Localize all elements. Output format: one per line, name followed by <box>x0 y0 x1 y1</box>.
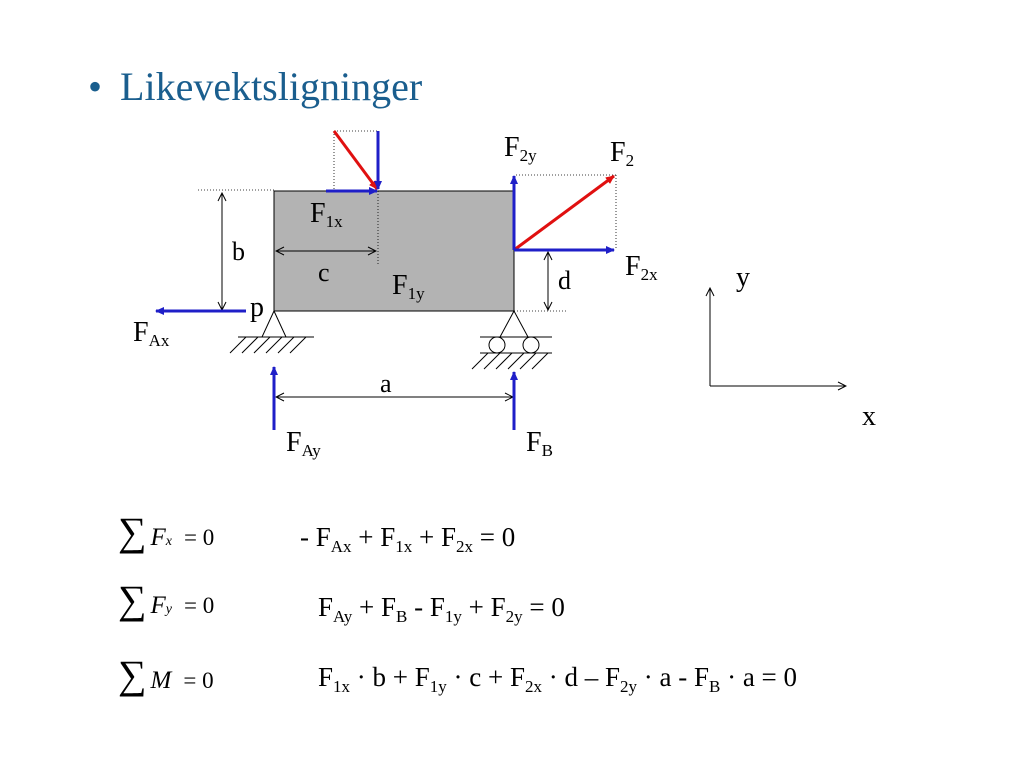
equation-term: F <box>318 662 334 692</box>
equation-term: + F <box>412 522 457 552</box>
label-a: a <box>380 369 392 398</box>
sum-rhs: = 0 <box>184 525 215 550</box>
label-fb: FB <box>526 427 553 460</box>
sum-fx-equation: ∑ F x = 0 <box>118 509 215 554</box>
equation-m-expanded: F1x · b + F1y · c + F2x · d – F2y · a - … <box>318 662 798 696</box>
equation-term: · d – F <box>541 662 620 692</box>
equation-subscript: 2y <box>620 677 637 696</box>
equation-subscript: Ay <box>333 607 353 626</box>
equation-term: = 0 <box>522 592 565 622</box>
label-d: d <box>558 266 571 295</box>
equation-subscript: 1x <box>395 537 413 556</box>
equation-term: · a = 0 <box>720 662 798 692</box>
sum-fy-equation: ∑ F y = 0 <box>118 577 215 622</box>
equation-subscript: 2x <box>524 677 542 696</box>
sigma-icon: ∑ <box>118 509 147 554</box>
label-f2: F2 <box>610 137 634 170</box>
label-x-axis: x <box>862 401 876 432</box>
label-b: b <box>232 237 245 266</box>
f2-force-arrow <box>513 174 615 252</box>
slide-title-row: • Likevektsligninger <box>88 58 422 114</box>
equation-term: - F <box>407 592 445 622</box>
equation-term: · a - F <box>637 662 709 692</box>
equation-term: = 0 <box>473 522 516 552</box>
sum-m-equation: ∑ M = 0 <box>118 655 214 695</box>
label-y-axis: y <box>736 262 750 293</box>
equation-fx-expanded: - FAx + F1x + F2x = 0 <box>300 522 516 556</box>
pin-support <box>229 309 314 354</box>
label-f1y: F1y <box>392 270 425 303</box>
equation-subscript: 2x <box>456 537 474 556</box>
equation-fy-expanded: FAy + FB - F1y + F2y = 0 <box>318 592 565 626</box>
equation-subscript: 2y <box>505 607 523 626</box>
sum-rhs: = 0 <box>184 593 215 618</box>
dotted-guides <box>198 130 617 312</box>
equation-term: + F <box>351 522 396 552</box>
roller-support <box>471 309 552 370</box>
equation-subscript: 1y <box>429 677 447 696</box>
equation-term: · c + F <box>446 662 525 692</box>
equation-term: · b + F <box>350 662 430 692</box>
sum-rhs: = 0 <box>183 668 214 693</box>
equation-subscript: B <box>396 607 408 626</box>
equation-term: F <box>318 592 334 622</box>
sum-var: F <box>150 524 166 551</box>
label-f1x: F1x <box>310 198 343 231</box>
equation-subscript: B <box>708 677 721 696</box>
sum-var: F <box>150 592 166 619</box>
label-f2y: F2y <box>504 132 537 165</box>
sigma-icon: ∑ <box>118 577 147 622</box>
sum-var: M <box>150 667 172 694</box>
label-fay: FAy <box>286 427 321 460</box>
equation-subscript: 1x <box>333 677 351 696</box>
equation-term: + F <box>461 592 506 622</box>
sigma-icon: ∑ <box>118 652 147 697</box>
f1-force-arrow <box>332 130 379 190</box>
equation-term: + F <box>352 592 396 622</box>
equation-subscript: Ax <box>330 537 352 556</box>
label-f2x: F2x <box>625 251 658 284</box>
coordinate-axes <box>710 288 846 386</box>
slide-title: Likevektsligninger <box>120 63 423 109</box>
label-fax: FAx <box>133 317 170 350</box>
label-p: p <box>250 292 264 323</box>
label-c: c <box>318 258 330 287</box>
equation-subscript: 1y <box>444 607 462 626</box>
bullet-icon: • <box>88 63 103 109</box>
equation-term: - F <box>300 522 331 552</box>
